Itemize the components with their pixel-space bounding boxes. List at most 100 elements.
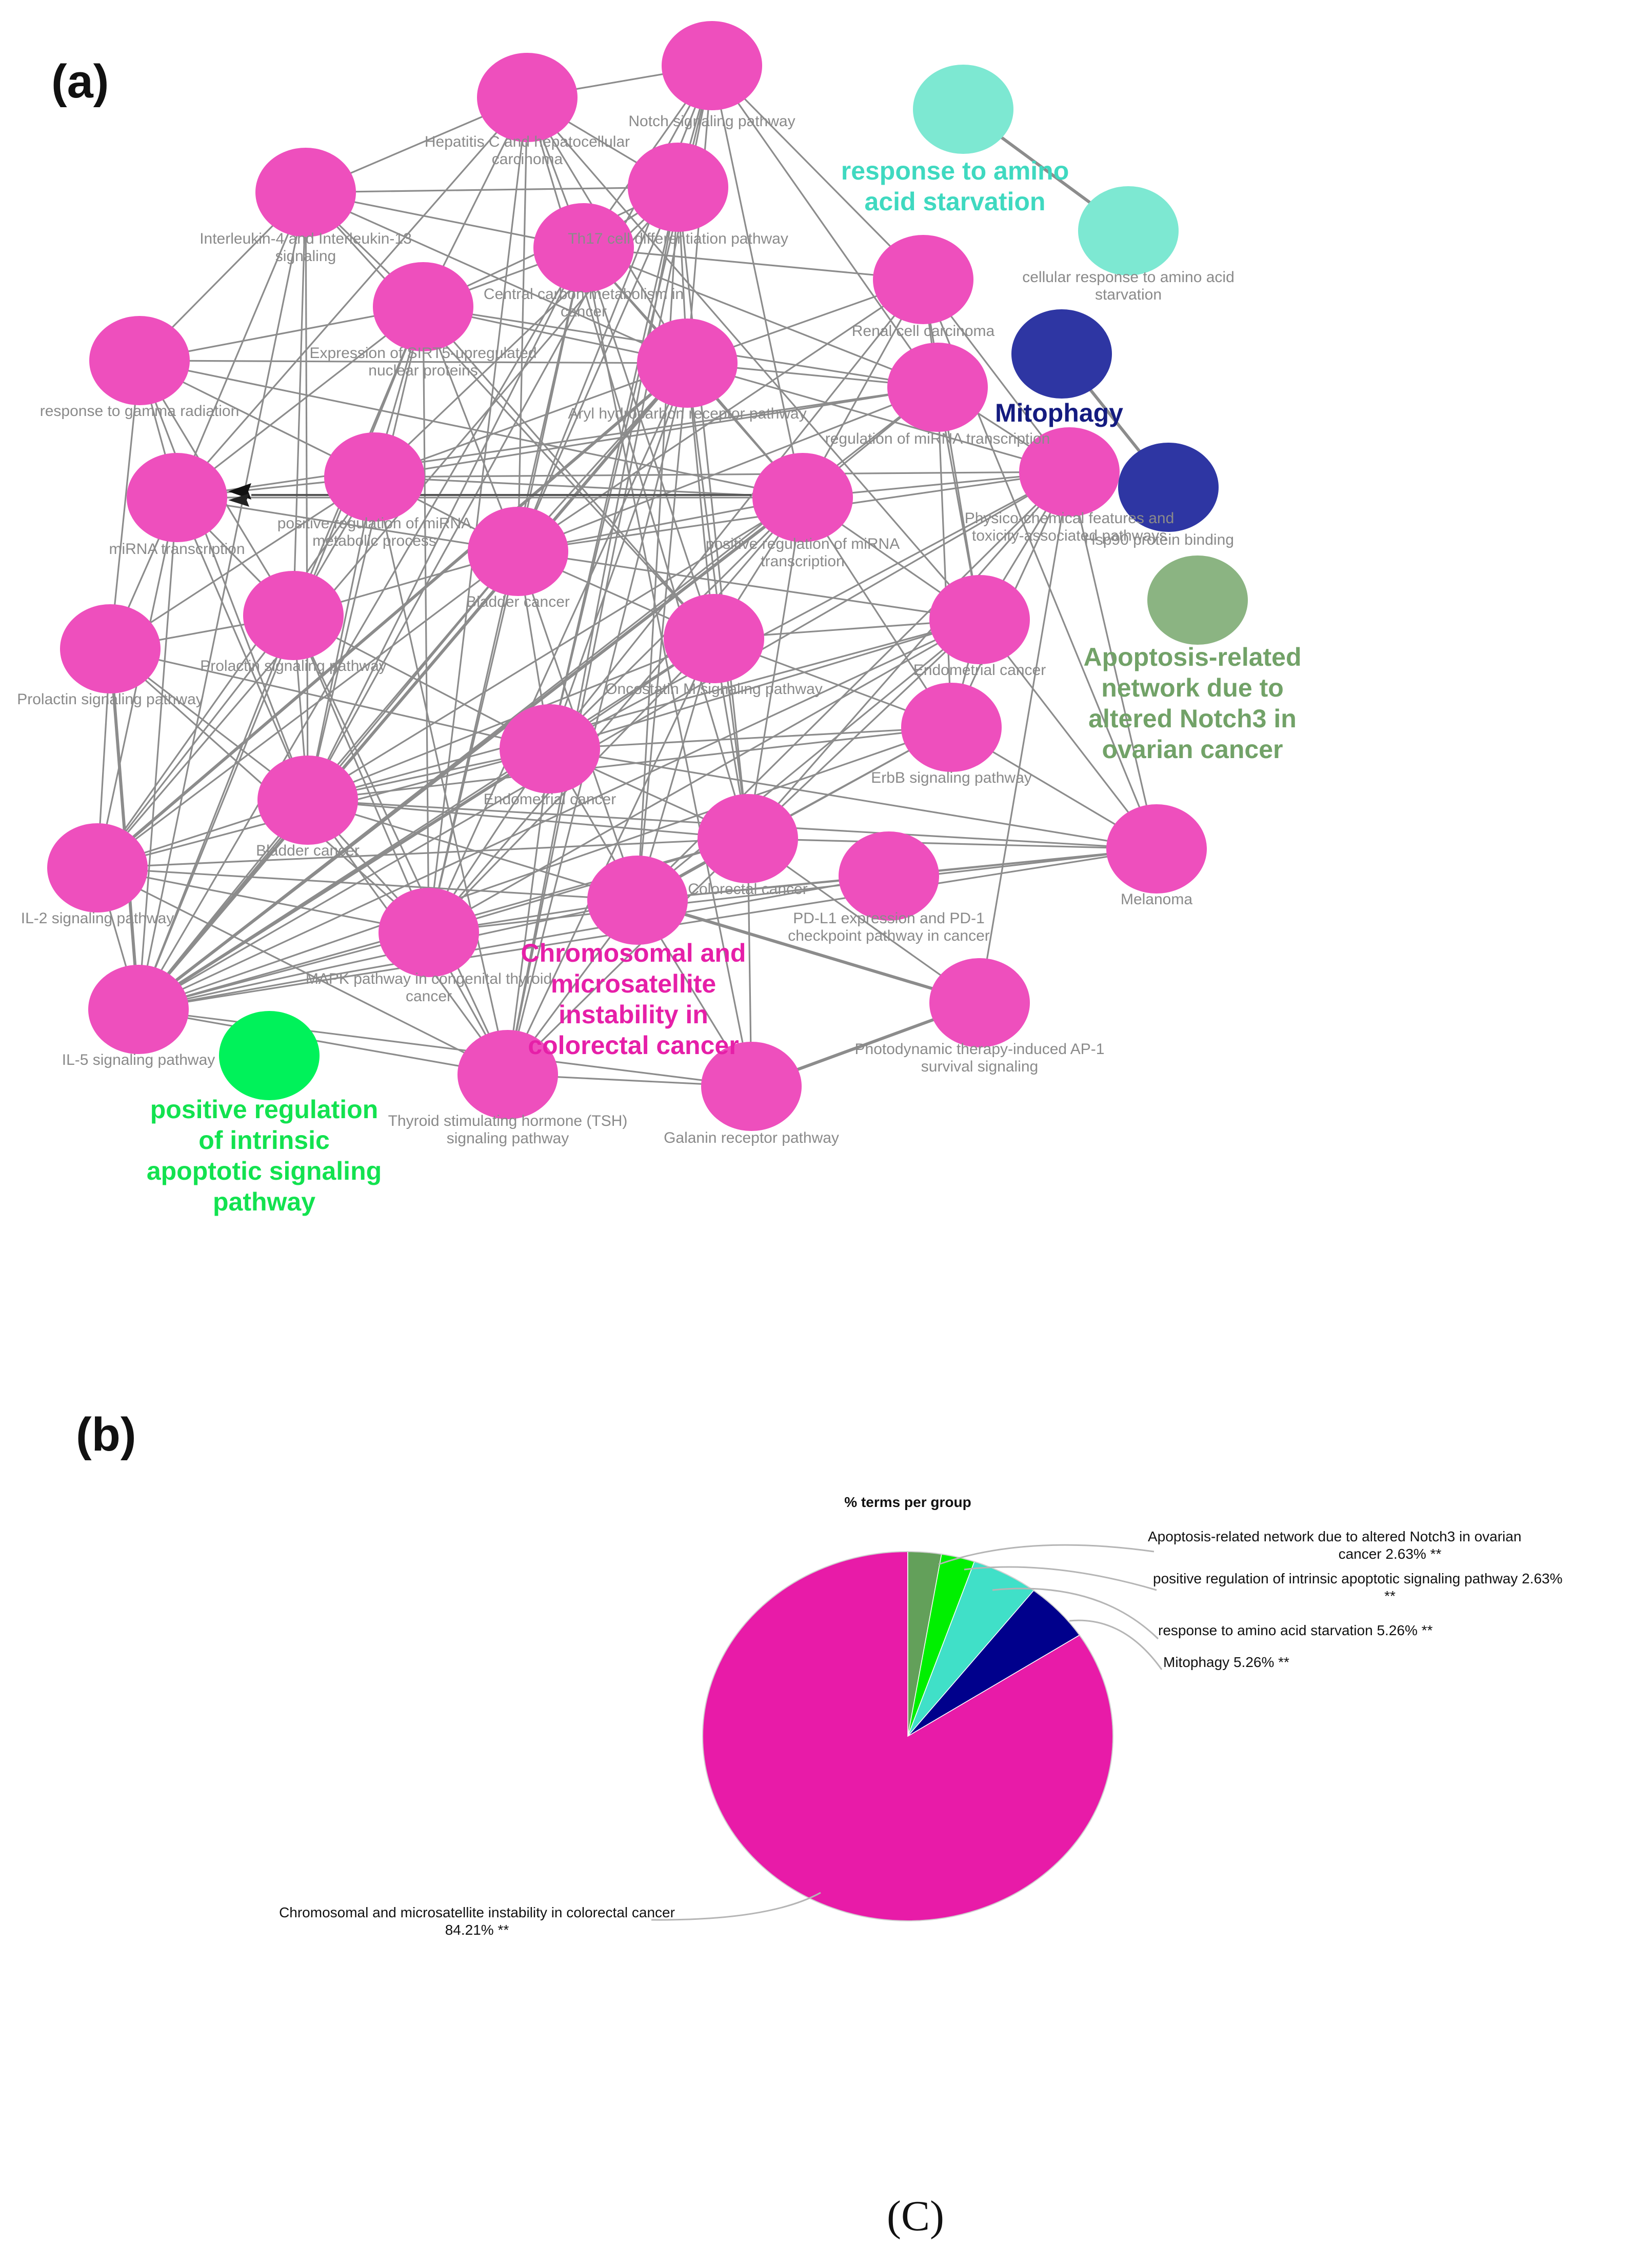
network-edge	[428, 551, 519, 933]
network-edge	[549, 619, 980, 750]
network-node	[243, 571, 344, 660]
network-edge	[96, 186, 679, 869]
network-edge	[292, 192, 307, 616]
node-label: Prolactin signaling pathway	[200, 658, 387, 674]
network-node	[324, 432, 425, 522]
network-edge	[138, 726, 952, 1010]
node-label: Oncostatin M signaling pathway	[605, 681, 823, 698]
network-edge	[110, 476, 375, 650]
network-edge	[96, 477, 375, 868]
network-edge	[374, 471, 1070, 478]
network-node	[1118, 443, 1219, 532]
node-label: Notch signaling pathway	[628, 113, 795, 130]
network-edge	[518, 279, 924, 552]
node-label: Colorectal cancer	[688, 881, 807, 898]
network-node	[929, 958, 1030, 1047]
network-edge	[97, 867, 429, 934]
network-node	[839, 831, 939, 921]
network-edge	[636, 187, 679, 901]
panel-b-pie-chart: (b) % terms per group Apoptosis-related …	[76, 1408, 1562, 1938]
pie-callout: Chromosomal and microsatellite instabili…	[279, 1904, 675, 1938]
network-edge	[307, 306, 424, 801]
network-edge	[109, 648, 140, 1010]
network-edge	[677, 187, 749, 839]
pie-outline	[702, 1551, 1113, 1921]
network-node	[257, 756, 358, 845]
network-edge	[518, 386, 938, 552]
network-nodes	[47, 21, 1248, 1131]
network-edge	[747, 838, 1157, 850]
network-edge	[747, 471, 1070, 840]
network-edge	[305, 191, 688, 364]
node-label: regulation of miRNA transcription	[825, 430, 1050, 447]
node-label: Hsp90 protein binding	[1084, 531, 1234, 548]
network-edge	[292, 615, 430, 933]
network-edge	[549, 471, 1070, 750]
network-edge	[507, 838, 749, 1076]
network-node	[127, 453, 227, 542]
network-node	[1106, 804, 1207, 894]
network-edge	[507, 65, 713, 1075]
network-edge	[305, 186, 679, 193]
network-edge	[583, 247, 924, 281]
network-node	[1078, 186, 1179, 275]
edge-arrowhead	[228, 493, 249, 507]
network-edge	[583, 247, 715, 639]
network-node	[533, 203, 634, 292]
network-edge	[307, 247, 585, 801]
node-label: Prolactin signaling pathway	[17, 691, 204, 708]
network-node	[89, 316, 190, 405]
node-label: Th17 cell differentiation pathway	[568, 230, 788, 247]
network-edge	[307, 638, 714, 801]
network-edge	[979, 471, 1070, 1003]
network-edge	[176, 386, 938, 499]
network-edge	[428, 619, 980, 934]
network-node	[500, 704, 600, 793]
network-edge	[137, 247, 585, 1010]
pie-leader-line	[964, 1566, 1157, 1591]
network-edge	[979, 619, 1158, 849]
network-edge	[307, 799, 748, 840]
network-edge	[374, 362, 688, 478]
network-node	[873, 235, 973, 324]
pie-callout: response to amino acid starvation 5.26% …	[1158, 1622, 1433, 1638]
pie-leader-line	[1069, 1619, 1163, 1670]
network-edge	[507, 363, 688, 1075]
network-edge	[637, 899, 980, 1004]
node-label: Renal cell carcinoma	[852, 323, 995, 340]
network-edge	[305, 191, 715, 640]
network-edge	[636, 363, 688, 901]
network-edge	[507, 638, 715, 1075]
network-edge	[138, 931, 429, 1010]
network-edge	[96, 362, 688, 869]
network-edge	[307, 799, 638, 901]
node-label: ErbB signaling pathway	[871, 769, 1032, 786]
panel-c-label: (C)	[887, 2192, 944, 2240]
node-label: IL-5 signaling pathway	[62, 1051, 215, 1068]
network-edge	[507, 748, 551, 1075]
network-node	[929, 575, 1030, 664]
network-node	[457, 1030, 558, 1119]
network-edge	[686, 363, 715, 639]
network-edge	[374, 386, 938, 478]
network-node	[587, 856, 688, 945]
pie-leader-lines	[651, 1544, 1163, 1921]
network-node	[1147, 555, 1248, 645]
network-node	[628, 143, 728, 232]
network-edge	[305, 192, 309, 801]
network-edge	[747, 619, 981, 840]
node-label: Aryl hydrocarbon receptor pathway	[568, 405, 806, 422]
node-label: IL-2 signaling pathway	[21, 910, 174, 927]
pie-leader-line	[651, 1892, 821, 1921]
network-edge	[687, 362, 1070, 473]
network-node	[913, 65, 1013, 154]
